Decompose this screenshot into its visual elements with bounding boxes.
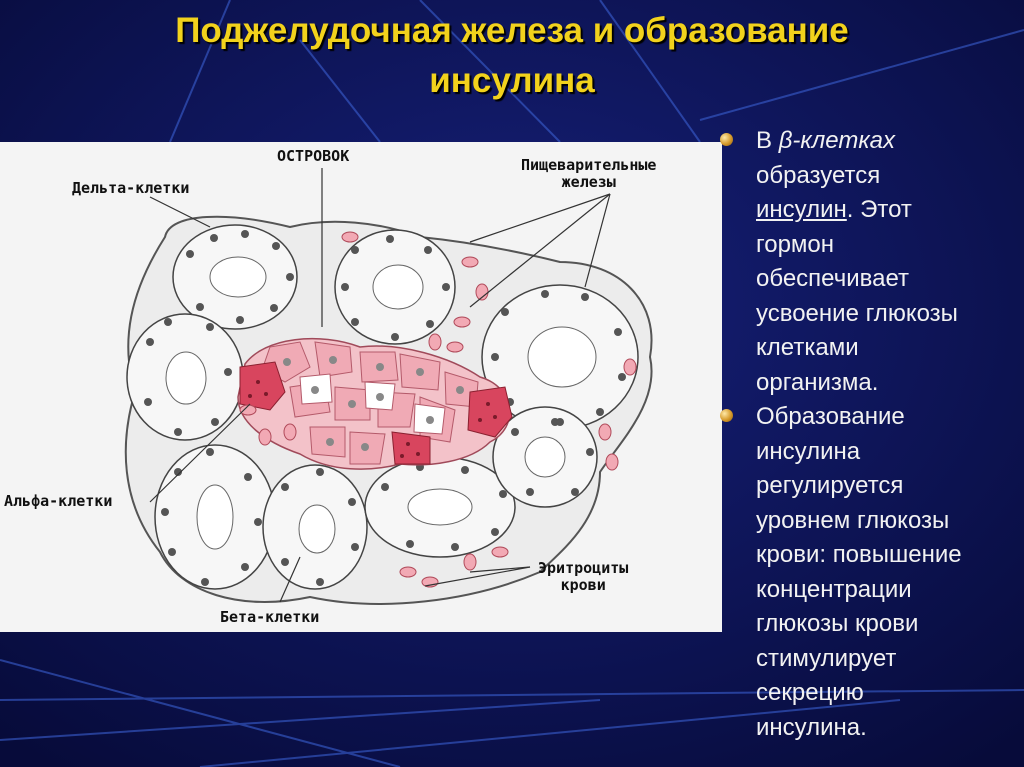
bullet-2-line-10: инсулина.	[756, 713, 867, 741]
bullet-dot-icon	[720, 409, 733, 422]
islet-label: ОСТРОВОК	[277, 147, 350, 165]
title-line-2: инсулина	[429, 61, 595, 100]
beta-cells-term: β-клетках	[778, 127, 896, 154]
slide-title: Поджелудочная железа и образование инсул…	[0, 6, 1024, 106]
bullet-2-line-2: инсулина	[756, 437, 861, 465]
bullet-1-line-2: образуется	[756, 161, 881, 189]
islet-illustration	[124, 168, 653, 605]
bullet-1-line-4: гормон	[756, 230, 835, 258]
bullet-1-line-1: В β-клетках	[756, 127, 896, 154]
erythrocytes-label-line-2: крови	[560, 576, 606, 594]
text-column: В β-клетках образуется инсулин. Этот гор…	[720, 124, 1020, 745]
pancreas-islet-figure: ОСТРОВОК Пищеварительные железы Дельта-к…	[0, 142, 722, 632]
bullet-insulin-regulation: Образование инсулина регулируется уровне…	[720, 400, 1020, 745]
bullet-1-line-6: усвоение глюкозы	[756, 299, 958, 327]
bullet-2-line-8: стимулирует	[756, 644, 897, 672]
erythrocytes-label: Эритроциты крови	[538, 560, 628, 594]
digestive-glands-label-line-2: железы	[561, 173, 616, 191]
title-line-1: Поджелудочная железа и образование	[175, 11, 849, 50]
delta-cells-label: Дельта-клетки	[72, 179, 190, 197]
bullet-1-line-8: организма.	[756, 368, 879, 396]
bullet-insulin-production: В β-клетках образуется инсулин. Этот гор…	[720, 124, 1020, 400]
beta-cells-label: Бета-клетки	[220, 608, 320, 626]
alpha-cells-label: Альфа-клетки	[4, 492, 113, 510]
bullet-1-line-3: инсулин. Этот	[756, 196, 912, 223]
bullet-1-line-7: клетками	[756, 334, 859, 361]
insulin-term: инсулин	[756, 196, 847, 223]
bullet-2-line-5: крови: повышение	[756, 541, 962, 568]
bullet-2-line-6: концентрации	[756, 575, 912, 603]
bullet-2-line-3: регулируется	[756, 472, 904, 499]
bullet-2-line-1: Образование	[756, 403, 905, 430]
digestive-glands-label-line-1: Пищеварительные	[521, 156, 657, 174]
digestive-glands-label: Пищеварительные железы	[521, 157, 656, 191]
bullet-2-line-9: секрецию	[756, 679, 864, 706]
bullet-dot-icon	[720, 133, 733, 146]
bullet-1-line-5: обеспечивает	[756, 265, 909, 292]
erythrocytes-label-line-1: Эритроциты	[538, 559, 629, 577]
bullet-2-line-4: уровнем глюкозы	[756, 506, 950, 534]
bullet-2-line-7: глюкозы крови	[756, 610, 919, 637]
